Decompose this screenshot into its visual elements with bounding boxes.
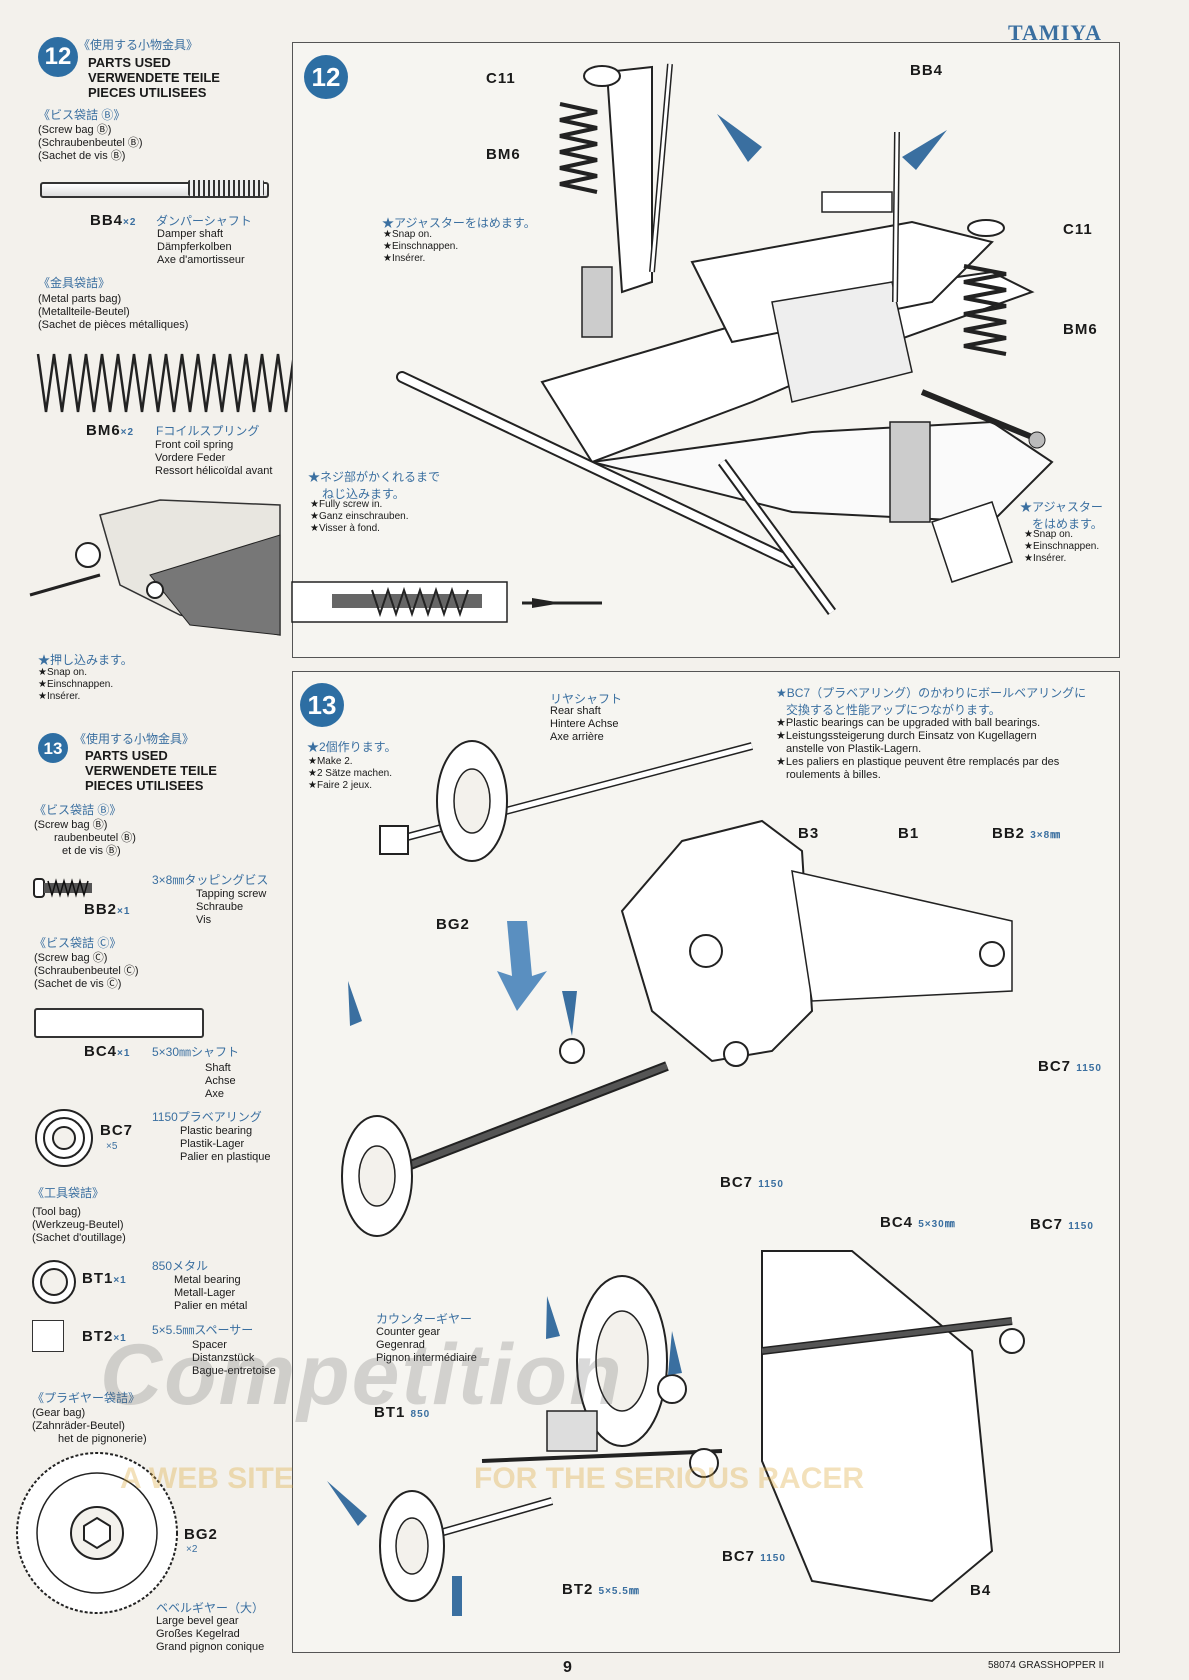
side12-bag1: (Screw bag Ⓑ)(Schraubenbeutel Ⓑ)(Sachet … (38, 124, 143, 162)
plastic-bearing-icon (35, 1109, 93, 1167)
label-c11-right: C11 (1063, 221, 1093, 238)
tapping-screw-icon (33, 878, 92, 898)
side13-bag2: (Screw bag Ⓒ)(Schraubenbeutel Ⓒ)(Sachet … (34, 952, 139, 990)
label-bg2: BG2 (436, 916, 470, 933)
bt2-code: BT2×1 (82, 1328, 127, 1345)
label-bb2: BB2 3×8㎜ (992, 825, 1062, 842)
adjuster1-lines: ★Snap on.★Einschnappen.★Insérer. (383, 229, 459, 264)
coil-spring-icon (36, 353, 302, 413)
rear-gearbox-assembly-drawing (327, 740, 1025, 1616)
side12-jp-title: 《使用する小物金具》 (78, 38, 199, 52)
shaft-icon (34, 1008, 204, 1038)
side13-bag1-jp: 《ビス袋詰 Ⓑ》 (34, 803, 122, 817)
bc7-code: BC7 (100, 1122, 134, 1139)
bm6-jp: Fコイルスプリング (156, 424, 260, 438)
label-c11-left: C11 (486, 70, 516, 87)
label-bm6-left: BM6 (486, 146, 521, 163)
bg2-jp: ベベルギヤー（大） (156, 1601, 265, 1615)
side13-bag4: (Gear bag)(Zahnräder-Beutel)het de pigno… (32, 1407, 147, 1445)
push-jp: ★押し込みます。 (38, 653, 133, 667)
screw-jp: ★ネジ部がかくれるまでねじ込みます。 (308, 470, 441, 501)
side13-bag4-jp: 《プラギヤー袋詰》 (32, 1391, 141, 1405)
bb2-code: BB2×1 (84, 901, 131, 918)
side12-bag1-jp: 《ビス袋詰 Ⓑ》 (38, 108, 126, 122)
bc4-jp: 5×30㎜シャフト (152, 1045, 240, 1059)
label-bc7-bottom: BC7 1150 (722, 1548, 786, 1565)
bevel-gear-icon (16, 1452, 178, 1614)
footer-model: 58074 GRASSHOPPER II (988, 1660, 1105, 1671)
bb4-jp: ダンパーシャフト (156, 214, 252, 228)
bc7-jp: 1150プラベアリング (152, 1110, 262, 1124)
snap-on-illustration (29, 499, 281, 636)
watermark-left-text: A WEB SITE (120, 1462, 294, 1495)
adjuster2-lines: ★Snap on.★Einschnappen.★Insérer. (1024, 529, 1100, 564)
bb4-code: BB4×2 (90, 212, 137, 229)
shaft-thread-icon (188, 180, 264, 196)
side13-bag1: (Screw bag Ⓑ)raubenbeutel Ⓑ)et de vis Ⓑ) (34, 819, 136, 857)
spacer-icon (32, 1320, 64, 1352)
step-13-number: 13 (300, 683, 344, 727)
rear-shaft-jp: リヤシャフト (550, 692, 623, 706)
bearing-note-lines: ★Plastic bearings can be upgraded with b… (776, 717, 1060, 781)
side13-bag3-jp: 《工具袋詰》 (32, 1186, 105, 1200)
side12-bag2-jp: 《金具袋詰》 (38, 276, 111, 290)
bc4-code: BC4×1 (84, 1043, 131, 1060)
label-b3: B3 (798, 825, 820, 842)
label-bb4: BB4 (910, 62, 944, 79)
bg2-qty: ×2 (186, 1544, 198, 1555)
bt1-code: BT1×1 (82, 1270, 127, 1287)
bt1-jp: 850メタル (152, 1259, 209, 1273)
screw-lines: ★Fully screw in.★Ganz einschrauben.★Viss… (310, 499, 409, 534)
step-12-number-left: 12 (38, 37, 78, 77)
label-b4: B4 (970, 1582, 992, 1599)
label-bm6-right: BM6 (1063, 321, 1098, 338)
bg2-code: BG2 (184, 1526, 218, 1543)
make2-lines: ★Make 2.★2 Sätze machen.★Faire 2 jeux. (308, 756, 393, 791)
label-bc4: BC4 5×30㎜ (880, 1214, 956, 1231)
side13-jp-title: 《使用する小物金具》 (74, 732, 195, 746)
label-bc7-lower-right: BC7 1150 (1030, 1216, 1094, 1233)
push-lines: ★Snap on.★Einschnappen.★Insérer. (38, 667, 114, 702)
adjuster1-jp: ★アジャスターをはめます。 (382, 216, 536, 230)
label-b1: B1 (898, 825, 920, 842)
bb2-jp: 3×8㎜タッピングビス (152, 873, 269, 887)
adjuster2-jp: ★アジャスターをはめます。 (1020, 500, 1103, 531)
label-bc7-right: BC7 1150 (1038, 1058, 1102, 1075)
brand-logo: TAMIYA (1008, 20, 1103, 45)
bt2-jp: 5×5.5㎜スペーサー (152, 1323, 254, 1337)
step-13-number-left: 13 (38, 733, 68, 763)
front-suspension-assembly-drawing (291, 63, 1054, 623)
page-number: 9 (563, 1659, 572, 1676)
side13-bag2-jp: 《ビス袋詰 Ⓒ》 (34, 936, 122, 950)
bm6-code: BM6×2 (86, 422, 135, 439)
bc7-qty: ×5 (106, 1141, 118, 1152)
bearing-note-jp: ★BC7（プラベアリング）のかわりにボールベアリングに交換すると性能アップにつな… (776, 686, 1087, 717)
label-bt1: BT1 850 (374, 1404, 431, 1421)
label-bc7-center: BC7 1150 (720, 1174, 784, 1191)
side13-bag3: (Tool bag)(Werkzeug-Beutel)(Sachet d'out… (32, 1206, 126, 1244)
step-12-number: 12 (304, 55, 348, 99)
label-bt2: BT2 5×5.5㎜ (562, 1581, 640, 1598)
watermark-right-text: FOR THE SERIOUS RACER (474, 1462, 865, 1495)
metal-bearing-icon (32, 1260, 76, 1304)
counter-gear-jp: カウンターギヤー (376, 1312, 473, 1326)
make2-jp: ★2個作ります。 (307, 740, 397, 754)
side12-bag2: (Metal parts bag)(Metallteile-Beutel)(Sa… (38, 293, 189, 331)
watermark-logo: Competition (100, 1327, 624, 1423)
